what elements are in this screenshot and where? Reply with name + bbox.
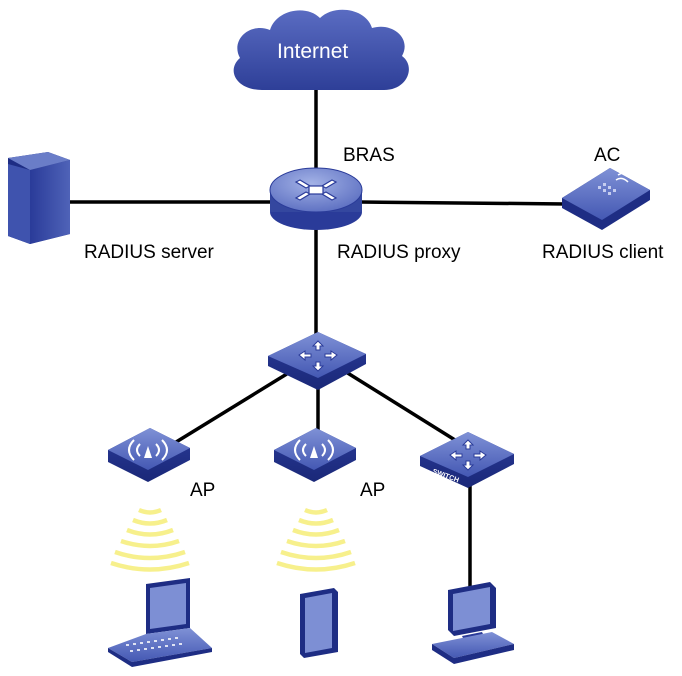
tablet	[300, 588, 338, 658]
radius-client-label: RADIUS client	[542, 242, 664, 263]
ap-middle-label: AP	[360, 480, 385, 501]
ap-left-label: AP	[190, 480, 215, 501]
cloud-icon	[233, 9, 409, 90]
wifi-waves-left	[110, 507, 190, 572]
radius-server	[8, 152, 70, 244]
desktop-pc	[432, 582, 514, 664]
server-icon	[8, 164, 30, 244]
internet-cloud: Internet	[233, 9, 409, 90]
laptop	[108, 578, 212, 667]
switch-icon	[268, 332, 366, 378]
link-switch-switch2	[345, 370, 456, 442]
ac-label: AC	[594, 145, 620, 166]
internet-label: Internet	[277, 40, 348, 63]
ap-middle	[274, 428, 356, 482]
core-switch: SWITCH	[268, 332, 366, 397]
laptop-icon	[150, 583, 186, 629]
radius-proxy-label: RADIUS proxy	[337, 242, 461, 263]
access-switch: SWITCH	[420, 432, 514, 488]
bras-router	[269, 167, 363, 230]
link-switch-ap-left	[167, 370, 291, 449]
switch-icon	[420, 432, 514, 477]
desktop-pc-icon	[453, 587, 490, 631]
link-bras-ac	[359, 200, 567, 206]
access-controller	[562, 168, 650, 230]
wifi-waves-middle	[276, 507, 356, 572]
bras-label: BRAS	[343, 145, 395, 166]
ap-left	[108, 428, 190, 482]
radius-server-label: RADIUS server	[84, 242, 215, 263]
tablet-icon	[305, 593, 332, 653]
